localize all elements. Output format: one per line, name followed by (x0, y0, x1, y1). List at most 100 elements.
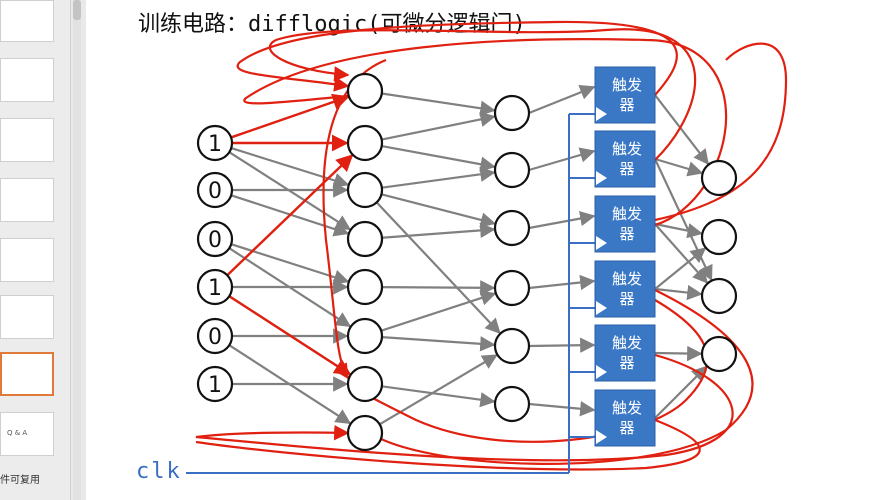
edge-l2-to-flipflop (528, 274, 596, 291)
slide-thumbnail-2[interactable] (0, 58, 54, 102)
input-node: 0 (196, 317, 234, 355)
flipflop-clock-triangle (596, 365, 607, 379)
input-bit-label: 1 (208, 132, 222, 157)
edge-flipflop-to-output (654, 94, 709, 165)
red-feedback-loop-3 (243, 38, 727, 227)
edge-l1-to-l2 (381, 193, 497, 228)
layer1-node (346, 268, 384, 306)
slide-thumbnail-3[interactable] (0, 118, 54, 162)
red-feedback-loop-6 (195, 418, 701, 471)
red-feedback-loop-bottom (195, 353, 734, 462)
input-node: 0 (196, 171, 234, 209)
input-bit-label: 0 (208, 228, 222, 253)
red-feedback-loop-top (236, 20, 678, 96)
flipflop-clock-triangle (596, 430, 607, 444)
flipflop-clock-triangle (596, 171, 607, 185)
input-node: 1 (196, 268, 234, 306)
layer1-node (346, 414, 384, 452)
flipflop-label-line2: 器 (619, 96, 634, 114)
layer1-node (346, 72, 384, 110)
slide-thumbnail-current[interactable] (0, 352, 54, 396)
slide-thumbnail-5[interactable] (0, 238, 54, 282)
sidebar-footer-text: 件可复用 (0, 475, 40, 486)
flipflop-block: 触发器 (594, 66, 656, 124)
edge-l1-to-l2 (381, 111, 496, 141)
edge-l1-to-l2 (381, 385, 496, 408)
flipflop-clock-triangle (596, 236, 607, 250)
edge-flipflop-to-output (654, 284, 703, 301)
edge-l2-to-flipflop (528, 337, 596, 353)
edge-flipflop-to-output (654, 158, 713, 282)
red-gradient-paths (195, 20, 788, 471)
layer1-node (346, 171, 384, 209)
output-node (700, 277, 738, 315)
flipflop-label-line1: 触发 (612, 399, 642, 417)
edge-l1-to-l2 (379, 354, 498, 426)
edge-l1-to-l2 (375, 201, 501, 335)
edge-input-to-l1 (230, 147, 350, 188)
flipflop-clock-triangle (596, 107, 607, 121)
flipflop-label-line2: 器 (619, 225, 634, 243)
flipflop-rect (594, 389, 656, 447)
clock-lines (186, 113, 595, 474)
layer2-node (493, 209, 531, 247)
red-edge-input1-to-l1-top (230, 93, 350, 139)
gray-edges (228, 84, 713, 426)
input-node-circle (196, 220, 234, 258)
edge-l2-to-flipflop (528, 210, 596, 230)
slide-thumbnail-6[interactable] (0, 295, 54, 339)
input-node-circle (196, 317, 234, 355)
edge-l1-to-l2 (381, 92, 496, 116)
flipflop-label-line1: 触发 (612, 270, 642, 288)
edge-flipflop-to-output (654, 247, 707, 290)
flipflop-block: 触发器 (594, 260, 656, 318)
input-node-circle (196, 171, 234, 209)
flipflop-block: 触发器 (594, 195, 656, 253)
thumbnail-scrollbar[interactable] (73, 0, 81, 500)
layer2-node (493, 269, 531, 307)
edge-l2-to-flipflop (528, 401, 596, 417)
slide-thumbnail-qa[interactable]: Q & A (0, 412, 54, 456)
flipflop-block: 触发器 (594, 324, 656, 382)
edge-input-to-l1 (230, 243, 350, 285)
slide-thumbnail-4[interactable] (0, 178, 54, 222)
layer2-node (493, 151, 531, 189)
input-node: 0 (196, 220, 234, 258)
input-bit-label: 1 (208, 276, 222, 301)
red-feedback-loop-4 (654, 42, 788, 222)
scrollbar-thumb[interactable] (73, 0, 81, 20)
flipflop-block: 触发器 (594, 130, 656, 188)
red-edge-input4-to-l1-second (226, 154, 354, 277)
flipflop-label-line2: 器 (619, 160, 634, 178)
output-node (700, 218, 738, 256)
edge-flipflop-to-output (654, 365, 708, 419)
thumbnail-qa-label: Q & A (7, 429, 28, 437)
layer2-node (493, 327, 531, 365)
output-node (700, 159, 738, 197)
edge-l1-to-l2 (381, 222, 496, 239)
edge-flipflop-to-output (654, 223, 709, 284)
input-node-circle (196, 124, 234, 162)
edge-l2-to-flipflop (528, 147, 596, 172)
flipflop-label-line2: 器 (619, 354, 634, 372)
input-node-circle (196, 268, 234, 306)
slide-thumbnail-1[interactable] (0, 0, 54, 42)
layer1-node (346, 220, 384, 258)
slide-thumbnail-panel: Q & A 件可复用 (0, 0, 71, 500)
flipflop-label-line2: 器 (619, 290, 634, 308)
input-node: 1 (196, 124, 234, 162)
flipflop-clock-triangle (596, 301, 607, 315)
layer2-node (493, 94, 531, 132)
layer1-node (346, 124, 384, 162)
edge-l2-to-flipflop (528, 84, 596, 115)
flipflop-rect (594, 195, 656, 253)
flipflop-label-line2: 器 (619, 419, 634, 437)
edge-l1-to-l2 (381, 280, 496, 296)
input-bit-label: 0 (208, 325, 222, 350)
red-edge-input4-to-l1-seventh (228, 295, 352, 376)
layer1-node (346, 317, 384, 355)
layer2-node (493, 385, 531, 423)
output-node (700, 335, 738, 373)
